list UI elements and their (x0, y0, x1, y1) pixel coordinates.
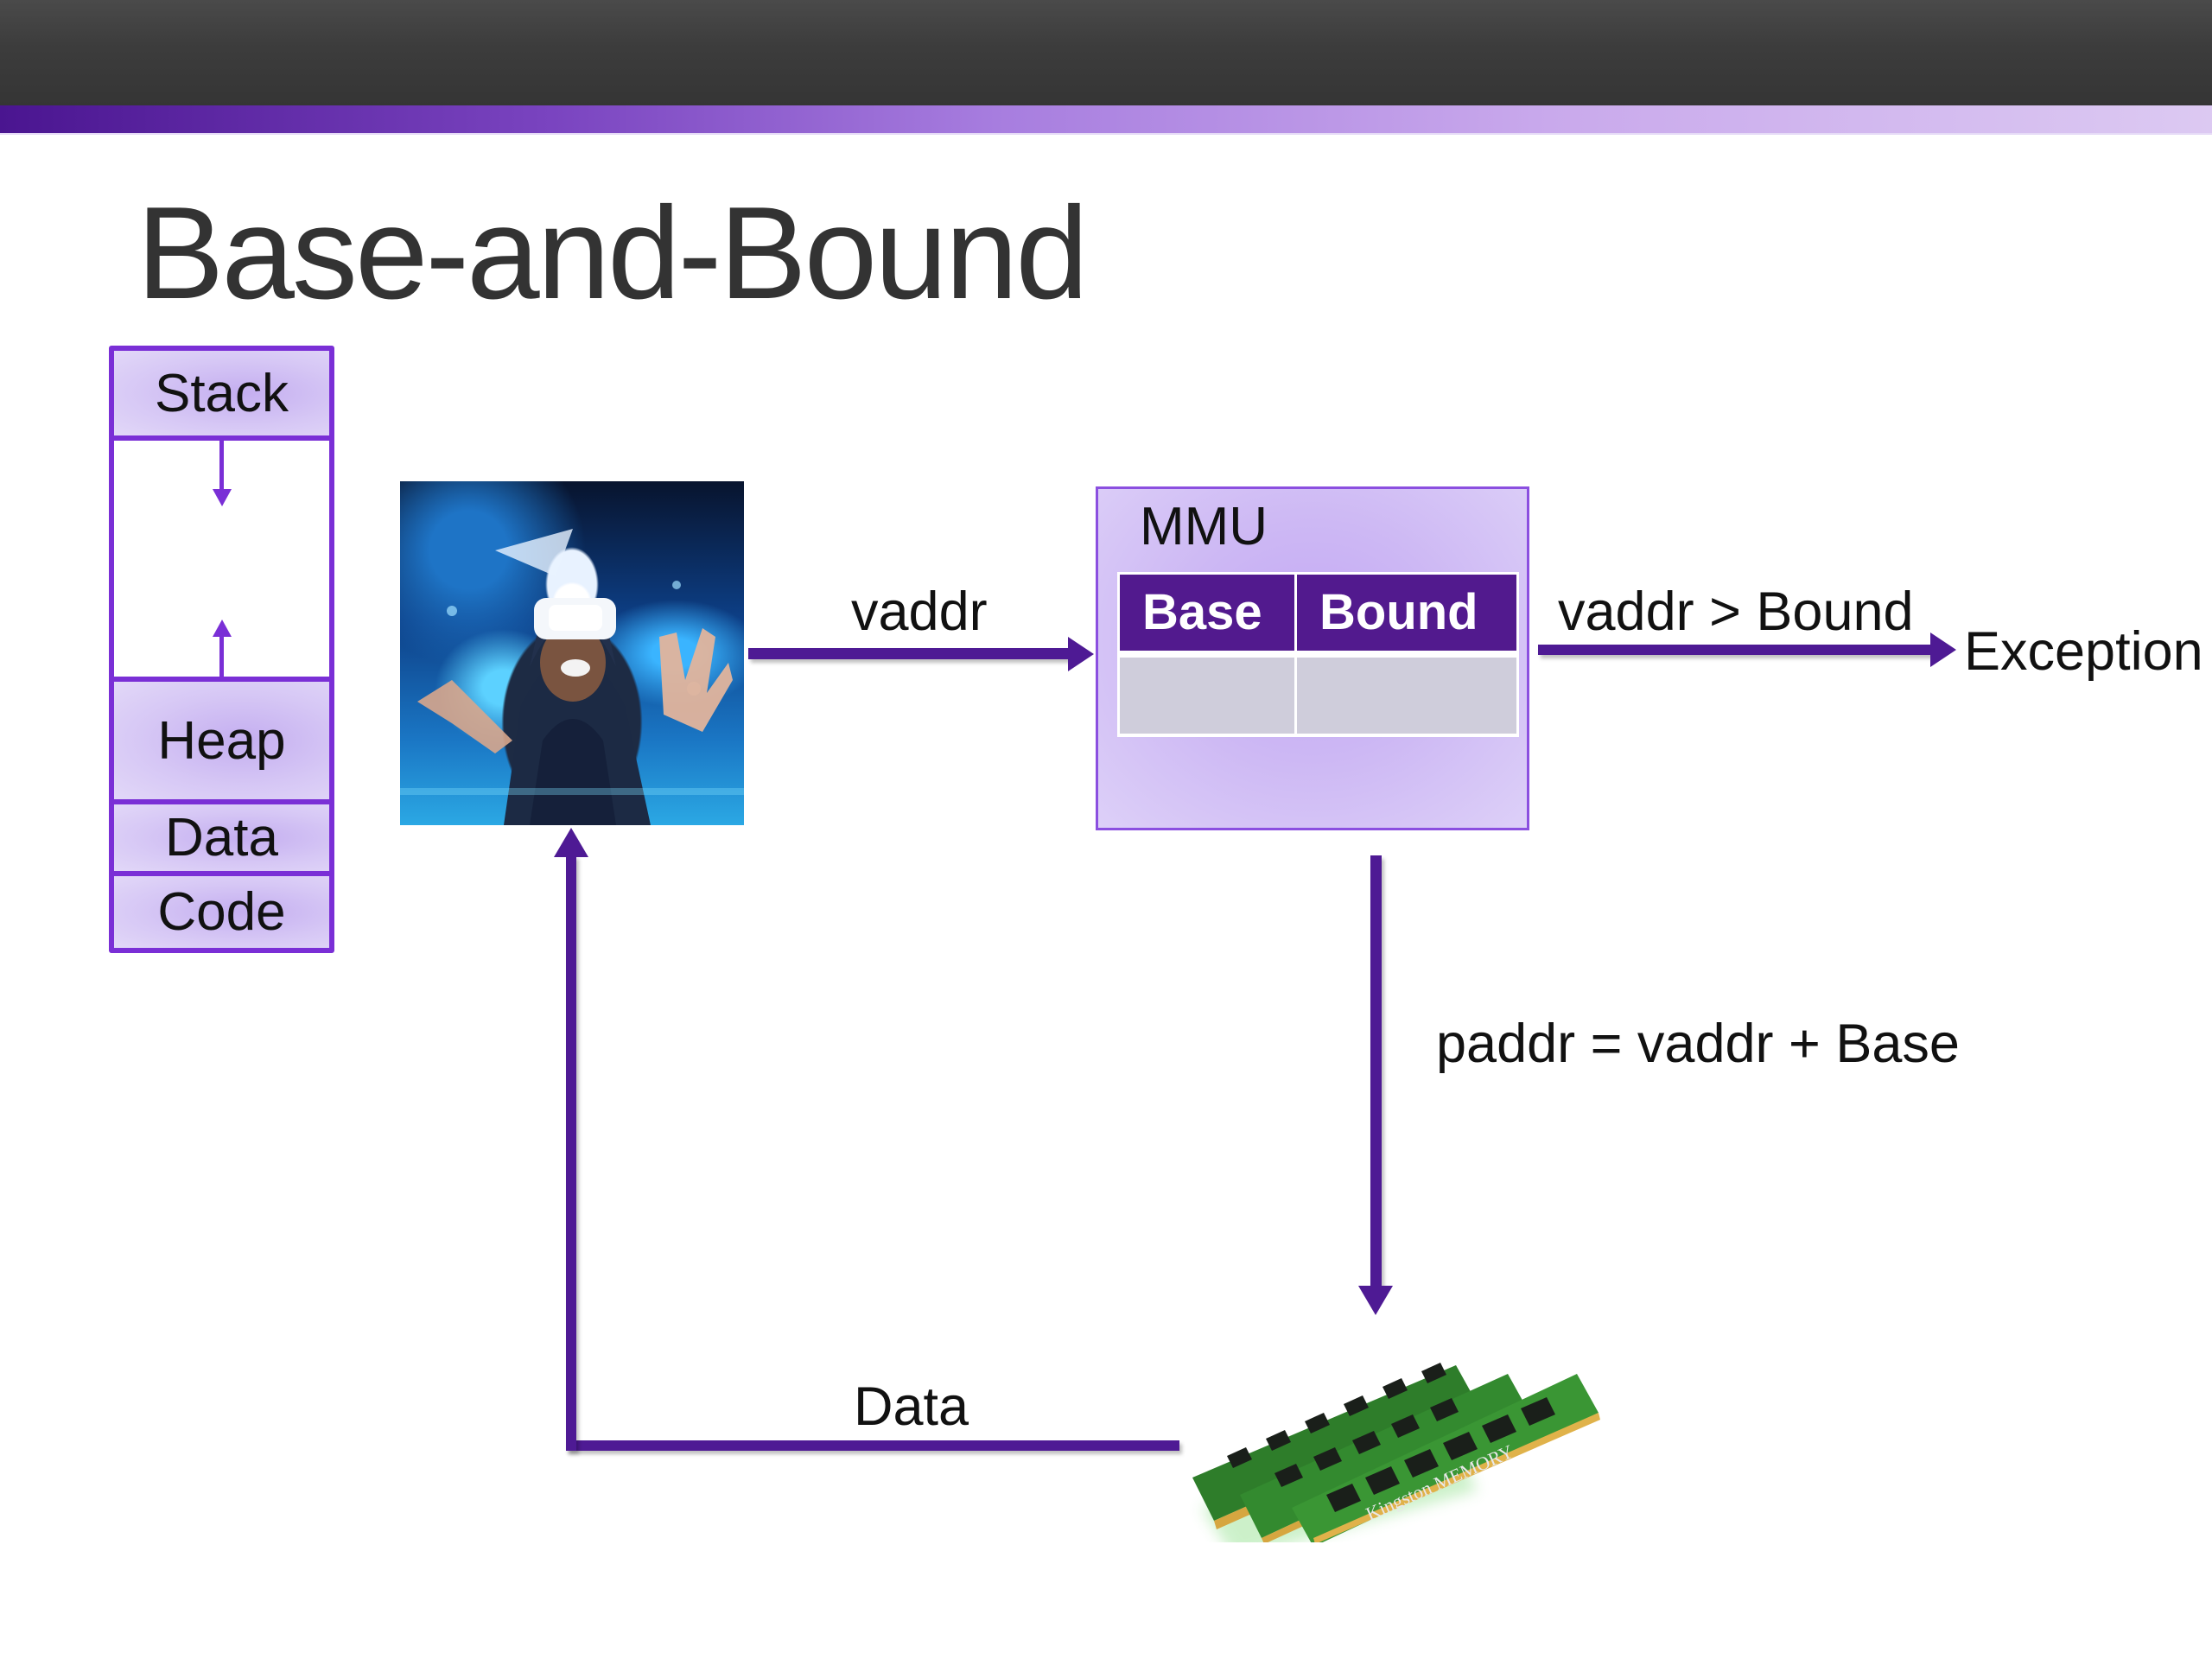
base-register-value (1120, 658, 1294, 734)
arrow-right-icon (1930, 632, 1956, 667)
translation-formula-label: paddr = vaddr + Base (1436, 1014, 1960, 1074)
process-image (400, 481, 744, 825)
ram-modules-icon: Kingston MEMORY (1192, 1363, 1600, 1560)
slide-accent-bar (0, 105, 2212, 135)
segment-label: Data (165, 808, 278, 868)
segment-label: Heap (157, 710, 286, 771)
exception-label: Exception (1964, 621, 2203, 682)
translation-arrow (1370, 855, 1382, 1287)
segment-divider (114, 677, 329, 682)
physical-memory-image: Kingston MEMORY (1184, 1344, 1607, 1560)
segment-heap: Heap (114, 682, 329, 799)
segment-label: Code (157, 882, 286, 942)
slide-title: Base-and-Bound (137, 180, 1089, 327)
segment-label: Stack (154, 363, 289, 423)
bound-register-value (1297, 658, 1516, 734)
arrow-down-icon (1358, 1286, 1393, 1315)
segment-stack: Stack (114, 351, 329, 435)
stack-growth-arrow (219, 441, 224, 491)
arrow-up-icon (554, 828, 588, 857)
vaddr-arrow (748, 648, 1070, 659)
bound-register-header: Bound (1297, 575, 1516, 651)
data-return-arrow-horizontal (566, 1440, 1179, 1451)
bound-check-label: vaddr > Bound (1558, 582, 1914, 642)
mmu-title: MMU (1140, 497, 1268, 556)
segment-data: Data (114, 804, 329, 871)
arrow-right-icon (1068, 637, 1094, 671)
vaddr-label: vaddr (851, 582, 988, 642)
mmu-box: MMU Base Bound (1096, 486, 1529, 830)
heap-growth-arrow (219, 636, 224, 677)
vr-user-icon (400, 529, 744, 825)
data-return-arrow-vertical (566, 855, 576, 1451)
segment-code: Code (114, 876, 329, 948)
arrow-up-icon (213, 620, 232, 637)
address-space-diagram: Stack Heap Data Code (109, 346, 334, 953)
bound-check-arrow (1538, 645, 1934, 655)
segment-divider (114, 799, 329, 804)
data-return-label: Data (854, 1376, 969, 1437)
base-register-header: Base (1120, 575, 1294, 651)
segment-divider (114, 435, 329, 441)
mmu-register-table: Base Bound (1117, 572, 1519, 737)
slide-header-bar (0, 0, 2212, 105)
segment-divider (114, 871, 329, 876)
arrow-down-icon (213, 489, 232, 506)
